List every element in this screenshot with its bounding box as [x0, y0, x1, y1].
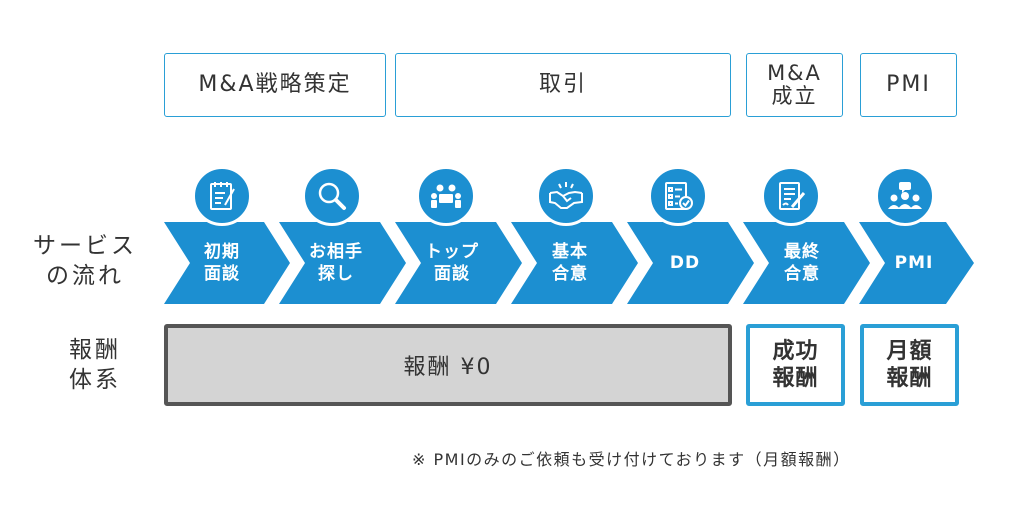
flow-step-arrow	[743, 222, 870, 304]
fee-zero-box: 報酬 ¥0	[164, 324, 732, 406]
service-flow-diagram	[164, 222, 974, 304]
step-label-due-diligence: DD	[669, 253, 701, 273]
footnote: ※ PMIのみのご依頼も受け付けております（月額報酬）	[412, 450, 851, 469]
meeting-icon	[416, 166, 476, 226]
handshake-icon	[536, 166, 596, 226]
phase-pmi: PMI	[860, 53, 957, 117]
phase-label: M&A 成立	[767, 60, 822, 108]
fee-zero-label: 報酬 ¥0	[403, 355, 493, 380]
step-label-final-agreement: 最終 合意	[784, 242, 820, 285]
inspection-list-icon	[648, 166, 708, 226]
flow-step-arrow	[164, 222, 290, 304]
contract-sign-icon	[761, 166, 821, 226]
flow-step-arrow	[627, 222, 754, 304]
success-fee-label: 成功 報酬	[772, 338, 819, 392]
flow-step-arrow	[279, 222, 406, 304]
monthly-fee-box: 月額 報酬	[860, 324, 959, 406]
phase-closing: M&A 成立	[746, 53, 843, 117]
phase-label: M&A戦略策定	[198, 71, 352, 97]
service-flow-label: サービス の流れ	[33, 233, 137, 289]
step-label-pmi: PMI	[894, 253, 934, 273]
success-fee-box: 成功 報酬	[746, 324, 845, 406]
flow-step-arrow	[859, 222, 974, 304]
flow-step-arrow	[395, 222, 522, 304]
phase-label: 取引	[538, 71, 587, 97]
magnifier-icon	[302, 166, 362, 226]
step-label-initial-meeting: 初期 面談	[204, 242, 240, 285]
fee-structure-label: 報酬 体系	[69, 337, 121, 393]
flow-step-arrow	[511, 222, 638, 304]
step-label-partner-search: お相手 探し	[309, 242, 363, 285]
phase-strategy: M&A戦略策定	[164, 53, 386, 117]
checklist-icon	[192, 166, 252, 226]
step-label-top-meeting: トップ 面談	[425, 242, 479, 285]
monthly-fee-label: 月額 報酬	[886, 338, 933, 392]
phase-label: PMI	[886, 71, 931, 97]
phase-transaction: 取引	[395, 53, 731, 117]
step-label-basic-agreement: 基本 合意	[552, 242, 588, 285]
team-chat-icon	[875, 166, 935, 226]
